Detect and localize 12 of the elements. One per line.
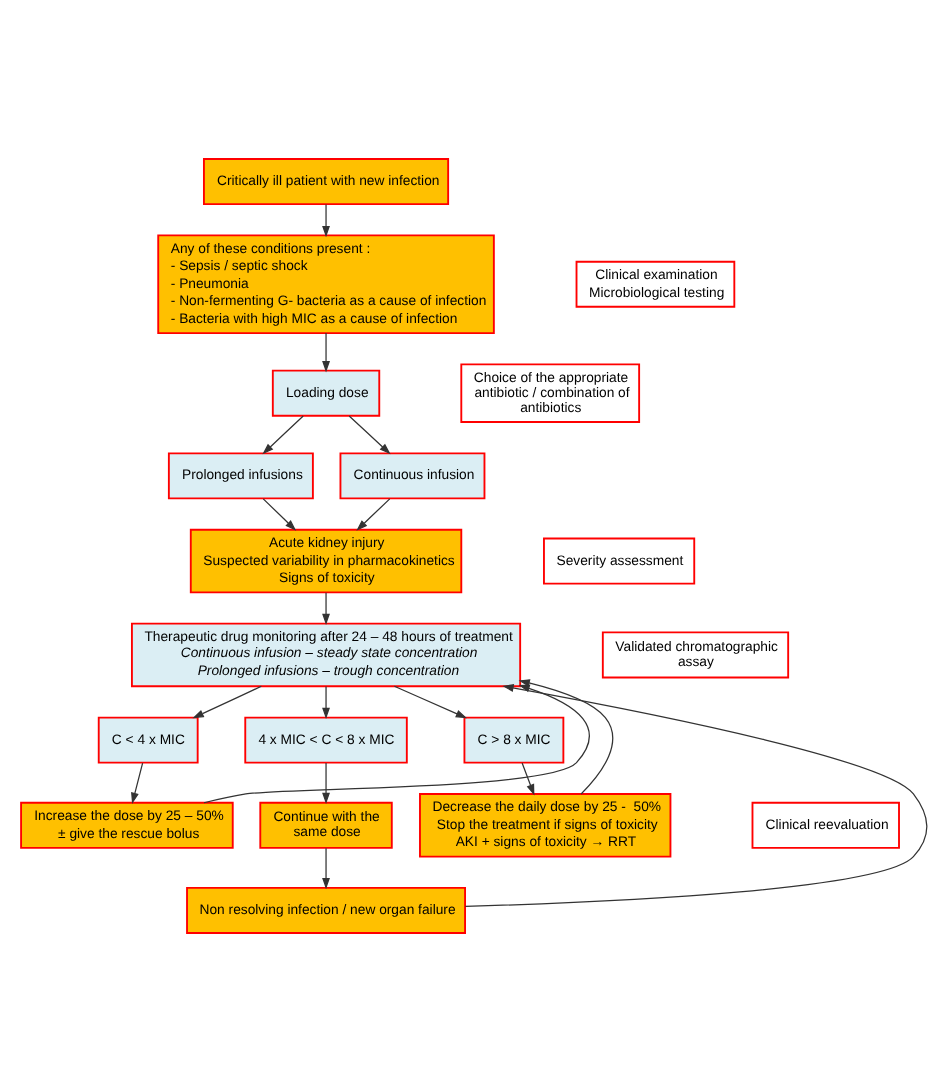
arrow <box>322 202 330 237</box>
arrow <box>262 414 304 454</box>
arrow <box>322 846 330 889</box>
arrow <box>262 497 297 530</box>
arrow <box>322 684 330 718</box>
arrow <box>348 414 391 454</box>
arrow <box>521 761 535 795</box>
arrow <box>356 497 391 530</box>
arrow <box>322 331 330 372</box>
arrow <box>131 761 144 803</box>
arrow <box>322 591 330 624</box>
arrow <box>322 761 330 804</box>
